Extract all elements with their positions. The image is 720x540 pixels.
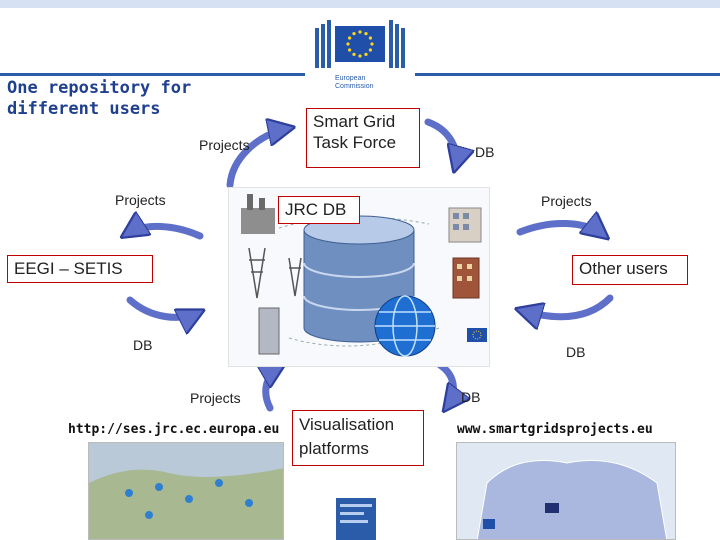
office-tower-icon xyxy=(258,307,280,355)
other-users-box: Other users xyxy=(572,255,688,285)
arrow-left-upper xyxy=(125,226,204,240)
url-setis[interactable]: http://ses.jrc.ec.europa.eu xyxy=(68,422,280,437)
database-illustration xyxy=(228,187,490,367)
svg-text:European: European xyxy=(335,75,365,82)
eu-flag-icon xyxy=(335,26,385,62)
arrow-top-left xyxy=(226,128,290,189)
header-band xyxy=(0,0,720,8)
jrc-db-box: JRC DB xyxy=(278,196,360,224)
smart-grid-box: Smart Grid Task Force xyxy=(306,108,420,168)
url-smartgridsprojects[interactable]: www.smartgridsprojects.eu xyxy=(457,422,653,437)
arrow-right-upper xyxy=(516,223,605,236)
label-projects-top: Projects xyxy=(199,137,250,153)
svg-text:Commission: Commission xyxy=(335,83,374,90)
smart-grid-line2: Task Force xyxy=(313,133,397,152)
globe-icon xyxy=(374,295,436,357)
arrow-right-lower xyxy=(520,294,614,317)
factory-icon xyxy=(241,194,275,234)
visualisation-box: Visualisation platforms xyxy=(292,410,424,466)
label-db-left: DB xyxy=(133,337,153,353)
building-icon xyxy=(448,207,482,243)
apartment-icon xyxy=(452,257,480,299)
map-smartgrids xyxy=(456,442,676,540)
pylon-icon xyxy=(248,247,302,299)
map-setis xyxy=(88,442,284,540)
arrow-bottom-right xyxy=(436,361,453,408)
eu-flag-icon xyxy=(467,328,487,342)
visualisation-line2: platforms xyxy=(299,439,369,458)
arrow-bottom-left xyxy=(266,365,282,412)
label-db-bottom: DB xyxy=(461,389,481,405)
page-title: One repository for different users xyxy=(7,78,192,119)
arrow-left-lower xyxy=(126,296,200,317)
visualisation-line1: Visualisation xyxy=(299,415,395,434)
label-projects-right: Projects xyxy=(541,193,592,209)
label-db-right: DB xyxy=(566,344,586,360)
label-db-top-right: DB xyxy=(475,144,495,160)
eegi-setis-box: EEGI – SETIS xyxy=(7,255,153,283)
arrow-top-right xyxy=(424,118,456,168)
label-projects-left: Projects xyxy=(115,192,166,208)
smart-grid-line1: Smart Grid xyxy=(313,112,396,131)
ec-logo: European Commission xyxy=(305,8,415,94)
label-projects-bottom: Projects xyxy=(190,390,241,406)
jrc-logo xyxy=(336,498,376,540)
